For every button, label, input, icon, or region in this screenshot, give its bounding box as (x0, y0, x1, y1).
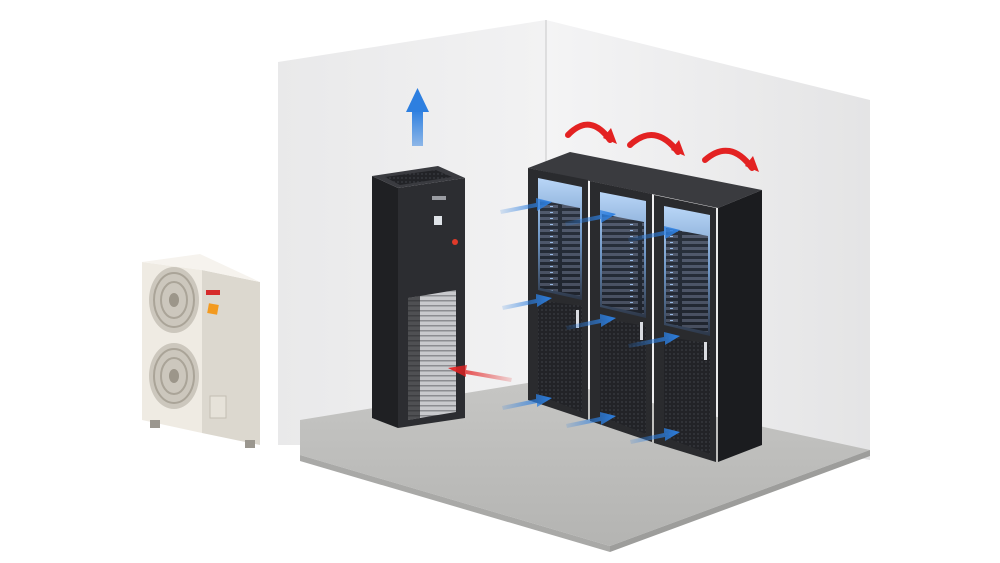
hot-air-intake-arrow (448, 365, 512, 382)
condenser-warning-label (207, 303, 219, 315)
floor-side-edge (610, 450, 870, 552)
rack-row-side (718, 190, 762, 462)
rack-3-server-stack (666, 228, 708, 332)
arrow-right-icon (628, 226, 680, 242)
server-rack-2 (590, 181, 652, 442)
condenser-top (142, 254, 260, 282)
rack-2-mesh-door (600, 318, 646, 434)
condenser-service-panel (209, 395, 227, 419)
rack-3-handle (704, 342, 707, 360)
arrow-up-icon (406, 88, 429, 146)
arrow-right-icon (628, 332, 680, 348)
precision-air-conditioner (372, 166, 465, 428)
arrow-right-icon (566, 412, 616, 428)
crac-top-vent (385, 170, 452, 185)
rack-2-server-stack (602, 214, 644, 314)
hot-air-return-arrows (565, 121, 759, 172)
cool-air-arrows (500, 198, 680, 444)
rack-row-top (528, 152, 762, 208)
crac-logo (432, 196, 446, 200)
arrow-right-icon (630, 428, 680, 444)
curved-arrow-icon (702, 147, 759, 172)
arrow-right-icon (565, 210, 616, 226)
rack-1-handle (576, 310, 579, 328)
arrow-right-icon (566, 314, 616, 330)
condenser-fan-grille-bottom (149, 343, 199, 409)
server-rack-1 (528, 168, 588, 420)
arrow-right-icon (502, 294, 552, 310)
server-rack-3 (654, 195, 716, 462)
curved-arrow-icon (565, 121, 617, 144)
curved-arrow-icon (627, 132, 685, 156)
arrow-right-icon (500, 198, 552, 214)
condenser-fan-grille-top (149, 267, 199, 333)
condenser-brand-badge (206, 290, 220, 295)
server-rack-row (528, 152, 762, 462)
crac-display (434, 216, 442, 225)
crac-return-grille-shadow (408, 296, 420, 420)
outdoor-condenser-unit (142, 254, 260, 448)
condenser-feet (150, 420, 255, 448)
rack-2-handle (640, 322, 643, 340)
arrow-right-icon (502, 394, 552, 410)
crac-emergency-button (452, 239, 458, 245)
crac-side (372, 176, 398, 428)
rack-3-mesh-door (664, 336, 710, 454)
condenser-side (202, 270, 260, 445)
rack-1-mesh-door (538, 300, 582, 412)
rack-1-server-stack (540, 200, 580, 296)
floor-front-edge (300, 455, 610, 552)
